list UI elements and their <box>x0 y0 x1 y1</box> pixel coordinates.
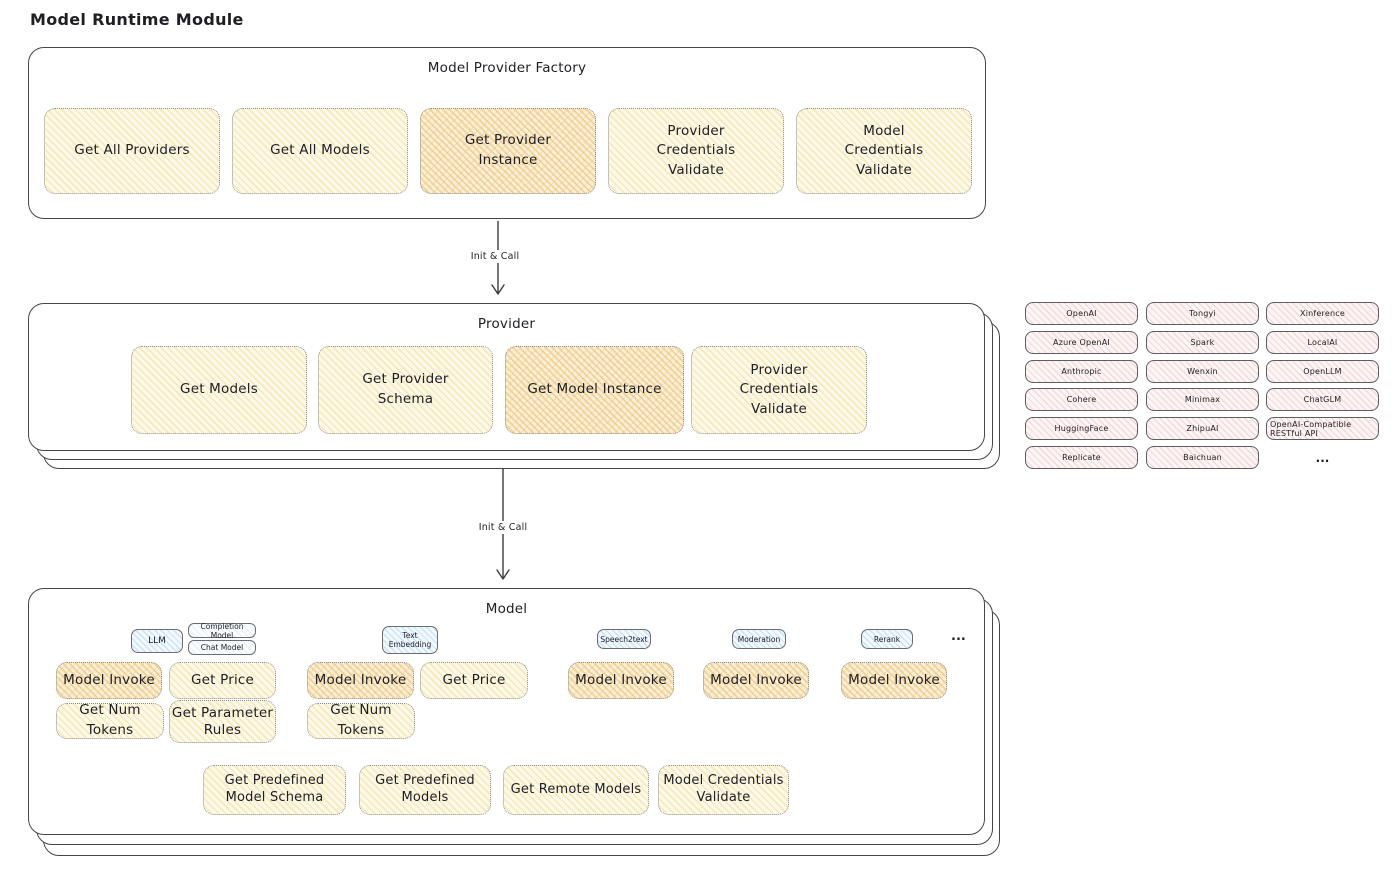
box-model-credentials-validate-2: Model Credentials Validate <box>658 765 789 815</box>
vendor-chip-baichuan: Baichuan <box>1146 446 1259 469</box>
box-get-parameter-rules: Get Parameter Rules <box>169 700 276 743</box>
box-get-model-instance: Get Model Instance <box>505 346 684 434</box>
vendor-chip-spark: Spark <box>1146 331 1259 354</box>
box-model-invoke-moderation: Model Invoke <box>703 662 809 699</box>
model-types-more-ellipsis: ... <box>951 629 966 644</box>
tag-llm: LLM <box>131 629 183 653</box>
box-model-invoke-rerank: Model Invoke <box>841 662 947 699</box>
vendor-chip-azure-openai: Azure OpenAI <box>1025 331 1138 354</box>
box-get-models: Get Models <box>131 346 307 434</box>
page-title: Model Runtime Module <box>30 10 244 29</box>
box-get-provider-schema: Get Provider Schema <box>318 346 493 434</box>
vendor-chip-replicate: Replicate <box>1025 446 1138 469</box>
box-get-num-tokens-text-embedding: Get Num Tokens <box>307 702 415 739</box>
tag-moderation: Moderation <box>732 629 786 649</box>
vendor-chip-anthropic: Anthropic <box>1025 360 1138 383</box>
vendor-more-ellipsis: ... <box>1315 450 1330 465</box>
box-provider-credentials-validate: Provider Credentials Validate <box>608 108 784 194</box>
vendor-chip-openai: OpenAI <box>1025 302 1138 325</box>
box-model-credentials-validate: Model Credentials Validate <box>796 108 972 194</box>
factory-container: Model Provider Factory Get All Providers… <box>28 47 986 219</box>
box-get-price-text-embedding: Get Price <box>420 662 528 699</box>
vendor-chip-openllm: OpenLLM <box>1266 360 1379 383</box>
box-get-remote-models: Get Remote Models <box>503 765 649 815</box>
init-call-label-2: Init & Call <box>474 521 532 534</box>
box-provider-credentials-validate-2: Provider Credentials Validate <box>691 346 867 434</box>
box-get-provider-instance: Get Provider Instance <box>420 108 596 194</box>
vendor-chip-huggingface: HuggingFace <box>1025 417 1138 440</box>
provider-title: Provider <box>477 316 536 332</box>
vendor-chip-openai-compatible: OpenAI-Compatible RESTful API <box>1266 417 1379 440</box>
box-model-invoke-text-embedding: Model Invoke <box>307 662 414 699</box>
box-get-predefined-model-schema: Get Predefined Model Schema <box>203 765 346 815</box>
box-get-all-providers: Get All Providers <box>44 108 220 194</box>
init-call-label-1: Init & Call <box>466 250 524 263</box>
model-title: Model <box>485 601 528 617</box>
tag-speech2text: Speech2text <box>597 629 651 649</box>
box-get-predefined-models: Get Predefined Models <box>359 765 491 815</box>
vendor-chip-wenxin: Wenxin <box>1146 360 1259 383</box>
vendor-chip-tongyi: Tongyi <box>1146 302 1259 325</box>
box-model-invoke-llm: Model Invoke <box>56 662 162 699</box>
vendor-chip-zhipuai: ZhipuAI <box>1146 417 1259 440</box>
vendor-chip-cohere: Cohere <box>1025 388 1138 411</box>
tag-rerank: Rerank <box>861 629 913 649</box>
box-get-all-models: Get All Models <box>232 108 408 194</box>
model-container: Model LLM Completion Model Chat Model Te… <box>28 588 985 835</box>
vendor-chip-chatglm: ChatGLM <box>1266 388 1379 411</box>
box-model-invoke-speech2text: Model Invoke <box>568 662 674 699</box>
tag-completion-model: Completion Model <box>188 622 256 640</box>
vendor-chip-xinference: Xinference <box>1266 302 1379 325</box>
tag-chat-model: Chat Model <box>188 640 256 655</box>
vendor-chip-minimax: Minimax <box>1146 388 1259 411</box>
vendor-chip-localai: LocalAI <box>1266 331 1379 354</box>
tag-text-embedding: Text Embedding <box>382 626 438 654</box>
box-get-num-tokens-llm: Get Num Tokens <box>56 702 164 739</box>
box-get-price-llm: Get Price <box>169 662 276 699</box>
provider-container: Provider Get Models Get Provider Schema … <box>28 303 985 451</box>
factory-title: Model Provider Factory <box>427 60 587 76</box>
